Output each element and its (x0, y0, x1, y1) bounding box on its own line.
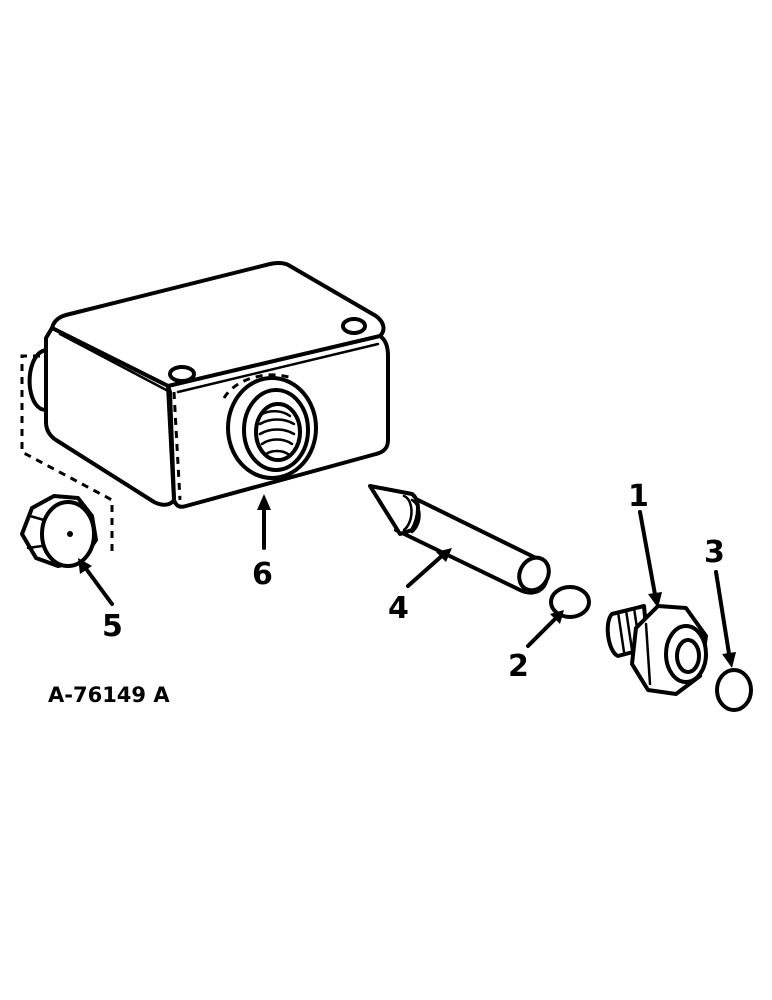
pin-part (368, 484, 551, 595)
o-ring-part (549, 585, 591, 619)
callout-1: 1 (628, 479, 649, 514)
callout-5: 5 (102, 609, 123, 644)
figure-reference: A-76149 A (48, 683, 170, 707)
callout-4: 4 (388, 591, 409, 626)
valve-body-block (20, 260, 390, 554)
callout-6: 6 (252, 557, 273, 592)
o-ring-part-small (715, 668, 753, 712)
callout-3: 3 (704, 535, 725, 570)
leader-lines (78, 494, 736, 668)
callout-2: 2 (508, 649, 529, 684)
plug-part (20, 494, 98, 568)
fitting-part (605, 604, 708, 696)
